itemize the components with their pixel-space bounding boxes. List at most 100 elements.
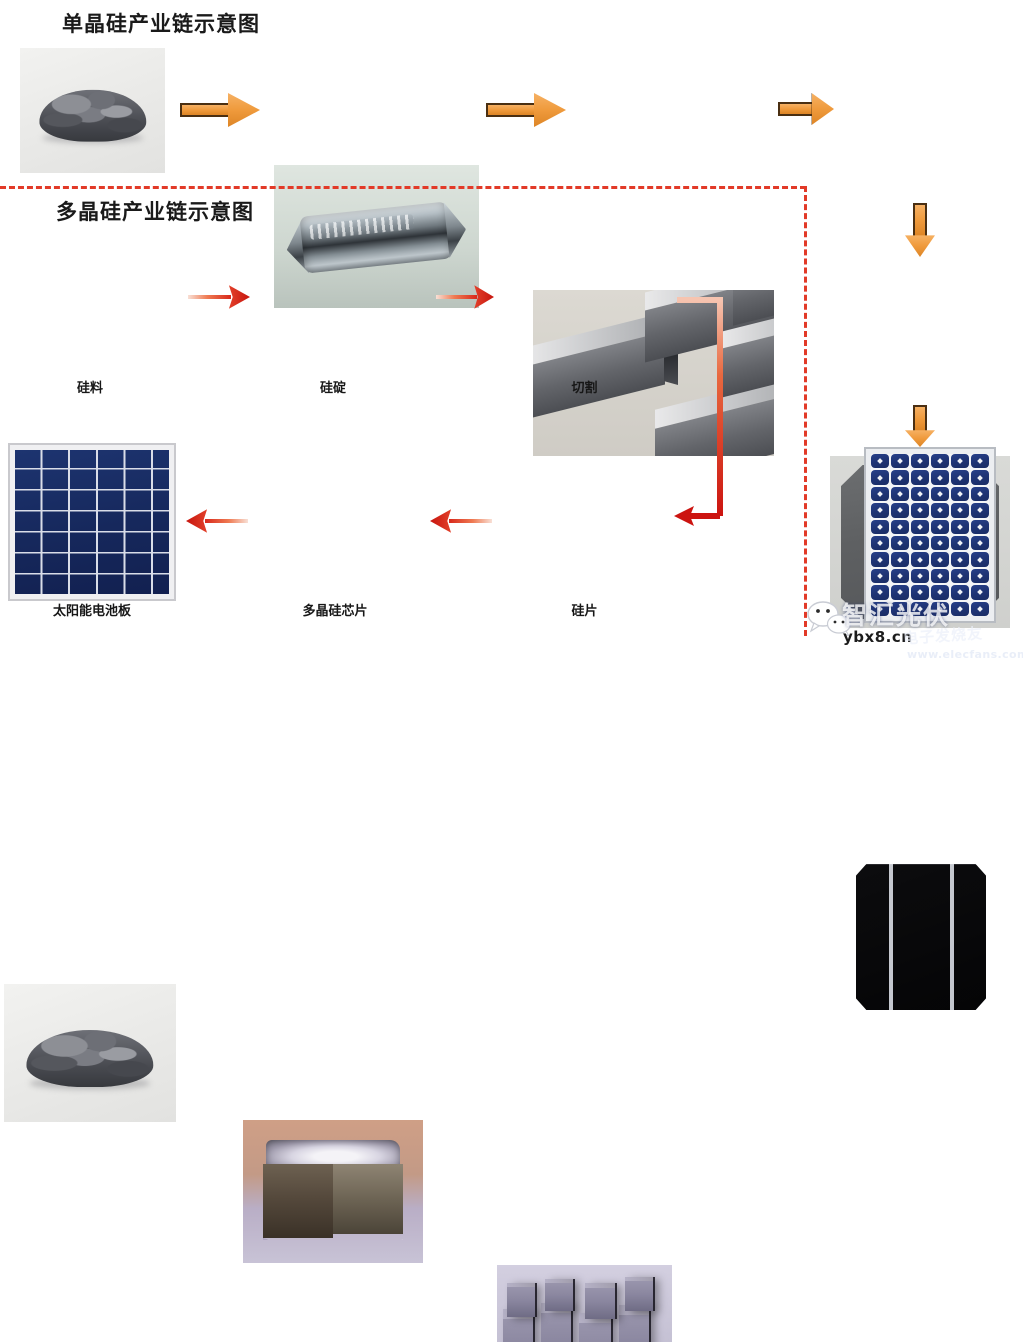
panel-cell bbox=[951, 535, 969, 551]
arrow-left-icon-poly-1 bbox=[430, 507, 492, 535]
panel-cell bbox=[891, 552, 909, 567]
panel-cell bbox=[951, 503, 969, 518]
panel-cell bbox=[971, 486, 989, 502]
arrow-right-icon-mono-3 bbox=[778, 93, 834, 125]
cube-surface-texture bbox=[262, 1140, 404, 1241]
cut-block-top bbox=[585, 1283, 615, 1288]
photo-squared-silicon-bricks bbox=[533, 290, 774, 456]
panel-cell bbox=[871, 470, 889, 485]
watermark-publisher: 电子发烧友 bbox=[902, 624, 984, 648]
panel-cell bbox=[911, 552, 929, 567]
panel-cell bbox=[891, 454, 909, 469]
photo-mono-solar-panel bbox=[864, 447, 996, 623]
panel-cell bbox=[871, 535, 889, 551]
panel-cell bbox=[911, 519, 929, 534]
poly-region-divider-right bbox=[804, 186, 807, 636]
panel-cell bbox=[871, 601, 889, 616]
elbow-connector-arrow bbox=[674, 297, 723, 526]
panel-cell bbox=[871, 585, 889, 600]
mono-ingot-shape bbox=[284, 200, 469, 276]
cell-busbar bbox=[889, 864, 893, 1010]
panel-cell bbox=[971, 568, 989, 584]
arrow-shaft bbox=[913, 203, 927, 237]
panel-cell bbox=[891, 486, 909, 502]
cut-block-top bbox=[545, 1279, 573, 1284]
panel-cell bbox=[871, 568, 889, 584]
arrow-head bbox=[474, 285, 494, 309]
cut-block-top bbox=[625, 1277, 653, 1282]
arrow-shaft bbox=[913, 405, 927, 432]
arrow-shaft bbox=[448, 518, 492, 524]
cut-block bbox=[507, 1283, 535, 1317]
panel-cell bbox=[891, 503, 909, 518]
panel-cell bbox=[871, 486, 889, 502]
arrow-shaft bbox=[188, 294, 232, 300]
poly-region-divider-top bbox=[0, 186, 806, 189]
panel-cell bbox=[911, 470, 929, 485]
arrow-shaft bbox=[436, 294, 477, 300]
panel-cell bbox=[931, 519, 949, 534]
caption-solar-panel: 太阳能电池板 bbox=[52, 604, 131, 619]
panel-cell bbox=[931, 601, 949, 616]
arrow-right-icon-poly-1 bbox=[188, 283, 250, 311]
panel-cell bbox=[891, 585, 909, 600]
panel-cell bbox=[891, 568, 909, 584]
arrow-shaft bbox=[778, 101, 813, 117]
panel-cell bbox=[891, 519, 909, 534]
arrow-right-icon-poly-2 bbox=[436, 283, 494, 311]
panel-cell bbox=[971, 519, 989, 534]
arrow-head bbox=[534, 93, 566, 127]
panel-cell bbox=[931, 585, 949, 600]
panel-cell bbox=[931, 470, 949, 485]
panel-cell bbox=[871, 552, 889, 567]
wechat-icon bbox=[807, 601, 852, 636]
cell-busbar bbox=[950, 864, 954, 1010]
arrow-down-icon-right-2 bbox=[905, 405, 935, 447]
panel-cell bbox=[931, 503, 949, 518]
panel-cell bbox=[971, 454, 989, 469]
panel-cell bbox=[931, 552, 949, 567]
caption-cutting: 切割 bbox=[571, 381, 598, 396]
panel-cell bbox=[951, 585, 969, 600]
arrow-shaft bbox=[180, 102, 230, 118]
panel-glass-grid bbox=[15, 450, 169, 594]
panel-cell bbox=[951, 486, 969, 502]
watermark-brand: 智汇光伏 bbox=[842, 601, 951, 630]
panel-cell bbox=[911, 454, 929, 469]
panel-cell bbox=[951, 519, 969, 534]
panel-cell bbox=[911, 601, 929, 616]
panel-cell bbox=[891, 535, 909, 551]
panel-cell bbox=[931, 486, 949, 502]
mono-section-title: 单晶硅产业链示意图 bbox=[62, 12, 260, 36]
panel-cell bbox=[911, 503, 929, 518]
poly-section-title: 多晶硅产业链示意图 bbox=[56, 200, 254, 224]
watermark-site: ybx8.cn bbox=[843, 628, 913, 646]
arrow-head bbox=[811, 93, 834, 125]
panel-cell bbox=[971, 585, 989, 600]
panel-cell bbox=[911, 568, 929, 584]
panel-cell bbox=[951, 601, 969, 616]
panel-cell bbox=[931, 568, 949, 584]
photo-silicon-raw-chunks-poly bbox=[4, 984, 176, 1122]
panel-cell bbox=[951, 552, 969, 567]
cut-block bbox=[625, 1277, 653, 1311]
panel-cell bbox=[971, 535, 989, 551]
panel-cell bbox=[971, 552, 989, 567]
arrow-head bbox=[228, 285, 250, 309]
photo-poly-silicon-ingot bbox=[243, 1120, 423, 1263]
diagram-canvas: 单晶硅产业链示意图 bbox=[0, 0, 1023, 671]
cut-block-top bbox=[507, 1283, 535, 1288]
cut-block bbox=[545, 1279, 573, 1311]
silicon-chunks-pile bbox=[38, 89, 147, 142]
panel-cell bbox=[911, 486, 929, 502]
panel-cell bbox=[891, 601, 909, 616]
ingot-body bbox=[299, 201, 454, 275]
arrow-head bbox=[905, 430, 935, 447]
photo-mono-solar-cell bbox=[856, 864, 986, 1010]
panel-cell bbox=[971, 601, 989, 616]
silicon-chunks-pile bbox=[26, 1029, 154, 1088]
photo-silicon-raw-chunks-mono bbox=[20, 48, 165, 173]
panel-cell bbox=[971, 470, 989, 485]
panel-cell bbox=[931, 535, 949, 551]
panel-cell bbox=[951, 568, 969, 584]
